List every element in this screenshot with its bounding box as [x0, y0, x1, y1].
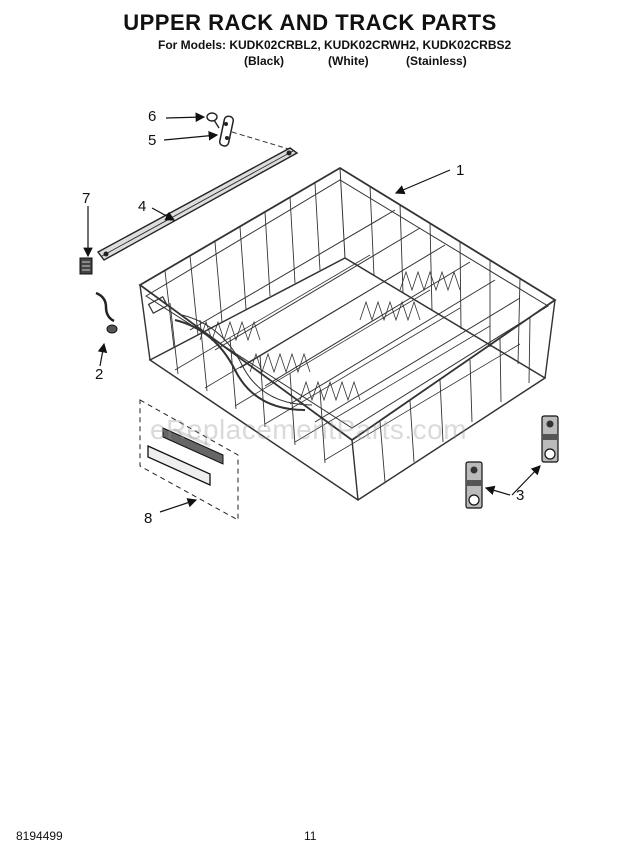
callout-7: 7: [82, 190, 91, 207]
callout-5: 5: [148, 132, 157, 149]
part-2-clip: [95, 291, 118, 334]
part-5-link: [218, 115, 293, 151]
callout-2: 2: [95, 366, 104, 383]
variant-white: (White): [328, 54, 369, 68]
part-1-upper-rack: [138, 166, 557, 501]
page-title: UPPER RACK AND TRACK PARTS: [123, 10, 497, 35]
part-7-stop: [79, 257, 93, 275]
callout-6: 6: [148, 108, 157, 125]
watermark: eReplacementParts.com: [150, 414, 468, 445]
callout-4: 4: [138, 198, 147, 215]
callout-1: 1: [456, 162, 465, 179]
variant-black: (Black): [244, 54, 285, 68]
page-number: 11: [304, 829, 317, 843]
variant-stainless: (Stainless): [406, 54, 467, 68]
models-line: For Models: KUDK02CRBL2, KUDK02CRWH2, KU…: [158, 38, 512, 52]
part-4-track: [96, 147, 299, 261]
part-8-handle-box: [139, 399, 239, 521]
callout-8: 8: [144, 510, 153, 527]
callout-3: 3: [516, 487, 525, 504]
leader-lines: [83, 112, 541, 513]
part-6-pin: [206, 112, 220, 129]
part-3-roller-right: [541, 415, 559, 463]
doc-number: 8194499: [16, 829, 63, 843]
part-3-roller-left: [465, 461, 483, 509]
